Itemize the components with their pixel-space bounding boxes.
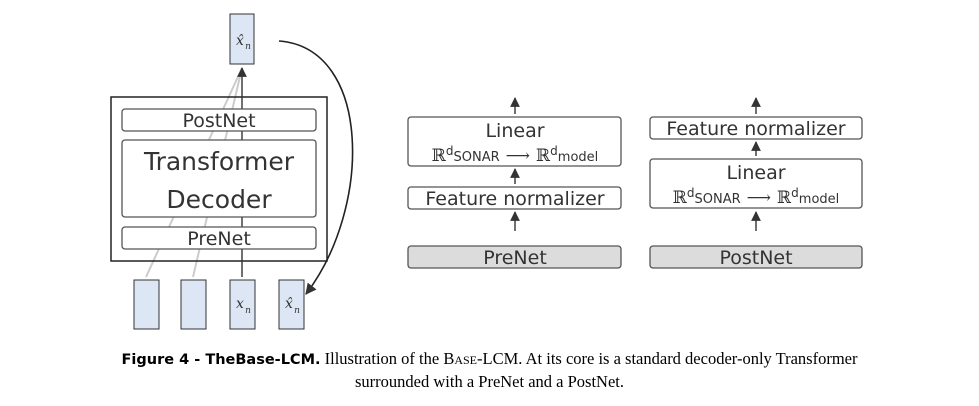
caption-separator: - [189,352,206,368]
caption-title: TheBase-LCM. [205,352,321,368]
prenet-normalizer-label: Feature normalizer [425,188,604,210]
feedback-token-label: x̂ [285,296,293,312]
caption-label: Figure 4 [121,352,190,368]
feedback-arrow [278,40,354,295]
lcm-outer-box [110,96,328,262]
input-token-1 [133,279,160,330]
postnet-mapping: ℝdSONAR⟶ℝdmodel [673,186,840,208]
prenet-mapping: ℝdSONAR⟶ℝdmodel [432,144,599,166]
caption-model-name: Base-LCM [443,349,519,368]
input-token-xn [229,279,256,330]
prenet-normalizer-box [407,186,622,210]
prenet-label: PreNet [187,228,251,250]
output-token-box [229,13,255,65]
prenet-title-box [407,245,622,269]
postnet-title-box [649,245,863,269]
postnet-linear-label: Linear [726,162,785,184]
postnet-normalizer-box [649,116,863,140]
transformer-decoder-box [121,139,317,218]
architecture-diagram: x̂ n PostNet Transformer Decoder PreNet … [110,13,863,330]
prenet-linear-box [407,116,622,167]
postnet-detail: Feature normalizer Linear ℝdSONAR⟶ℝdmode… [649,97,863,269]
caption-line-1: Figure 4 - TheBase-LCM. Illustration of … [0,348,979,371]
decoder-label: Decoder [166,185,272,214]
figure-caption: Figure 4 - TheBase-LCM. Illustration of … [0,348,979,393]
prenet-box [121,226,317,250]
feedback-token-sub: n [294,306,300,316]
caption-text-after: . At its core is a standard decoder-only… [518,349,858,368]
prenet-detail: Linear ℝdSONAR⟶ℝdmodel Feature normalize… [407,97,622,269]
input-token-2 [180,279,207,330]
postnet-title: PostNet [719,247,792,269]
caption-text-before: Illustration of the [320,349,444,368]
prenet-linear-label: Linear [485,120,544,142]
input-token-xn-label: x [236,296,244,312]
output-token-sub: n [245,42,251,52]
transformer-label: Transformer [143,147,295,176]
postnet-normalizer-label: Feature normalizer [666,118,845,140]
postnet-box [121,108,317,132]
feedback-token [278,279,305,330]
output-token-label: x̂ [236,33,244,49]
caption-line-2: surrounded with a PreNet and a PostNet. [355,372,624,391]
input-token-xn-sub: n [245,306,251,316]
prenet-title: PreNet [483,247,547,269]
postnet-linear-box [649,158,863,209]
postnet-label: PostNet [182,110,255,132]
